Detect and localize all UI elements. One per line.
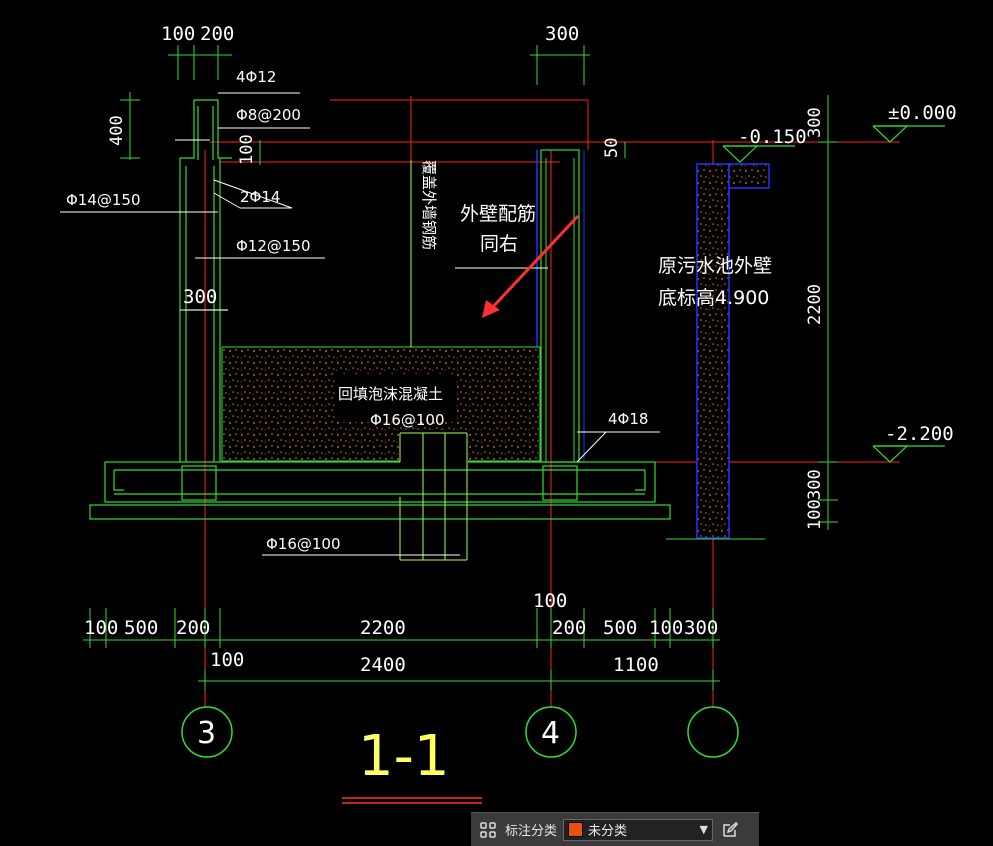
cad-drawing-canvas[interactable]: 100 200 300 400 100 300 2200 100 300 50 … bbox=[0, 0, 993, 812]
axis-circles bbox=[181, 706, 739, 758]
dim-right-300: 300 bbox=[805, 107, 825, 138]
category-color-swatch bbox=[568, 822, 584, 837]
fill-label-mask bbox=[335, 374, 455, 422]
dim-top-100: 100 bbox=[161, 23, 195, 45]
dim-top-200: 200 bbox=[200, 23, 234, 45]
annotation-category-label: 标注分类 bbox=[505, 823, 558, 838]
rebar-label-4phi18: 4Φ18 bbox=[608, 410, 648, 428]
dim-top-300: 300 bbox=[545, 23, 579, 45]
dim-bottom2-2400: 2400 bbox=[360, 654, 406, 676]
rebar-label-phi12-150: Φ12@150 bbox=[236, 237, 311, 255]
axis-label-3: 3 bbox=[197, 716, 216, 751]
left-wall bbox=[179, 99, 232, 462]
dim-right-100: 100 bbox=[805, 499, 825, 530]
rebar-label-phi16-100-bottom: Φ16@100 bbox=[266, 535, 341, 553]
dim-small-50: 50 bbox=[602, 138, 622, 158]
dim-bottom-500b: 500 bbox=[603, 617, 637, 639]
dim-bottom2-1100: 1100 bbox=[613, 654, 659, 676]
elevation-minus-2200: -2.200 bbox=[885, 423, 954, 445]
rebar-label-phi14-150: Φ14@150 bbox=[66, 191, 141, 209]
dim-bottom-100a: 100 bbox=[84, 617, 118, 639]
elevation-minus-0150: -0.150 bbox=[738, 126, 807, 148]
dimension-lines bbox=[83, 45, 838, 690]
dim-bottom2-100: 100 bbox=[210, 649, 244, 671]
axis-label-4: 4 bbox=[541, 716, 560, 751]
dim-right-2200: 2200 bbox=[805, 284, 825, 325]
edit-icon[interactable] bbox=[719, 819, 741, 841]
base-slab bbox=[89, 461, 671, 520]
dim-bottom-2200: 2200 bbox=[360, 617, 406, 639]
dim-bottom-100b: 100 bbox=[533, 590, 567, 612]
dim-bottom-200a: 200 bbox=[176, 617, 210, 639]
dim-left-100: 100 bbox=[237, 134, 257, 165]
dim-left-wall-300: 300 bbox=[183, 286, 217, 308]
rebar-lines bbox=[399, 160, 468, 561]
dim-bottom-300: 300 bbox=[684, 617, 718, 639]
dim-left-400: 400 bbox=[107, 115, 127, 146]
existing-pool-wall bbox=[666, 163, 770, 540]
chevron-down-icon: ▼ bbox=[699, 823, 709, 836]
rebar-label-phi8-200: Φ8@200 bbox=[236, 106, 301, 124]
dim-bottom-200b: 200 bbox=[552, 617, 586, 639]
note-pool-line1: 原污水池外壁 bbox=[658, 255, 772, 277]
rebar-label-4phi12: 4Φ12 bbox=[236, 68, 276, 86]
dim-bottom-100c: 100 bbox=[649, 617, 683, 639]
rebar-label-phi16-100-top: Φ16@100 bbox=[370, 411, 445, 429]
dim-bottom-500a: 500 bbox=[124, 617, 158, 639]
note-outer-wall-line2: 同右 bbox=[480, 233, 518, 255]
note-outer-wall-line1: 外壁配筋 bbox=[460, 203, 536, 225]
arrow-pointer bbox=[482, 214, 580, 318]
category-selected-value: 未分类 bbox=[588, 823, 628, 838]
rebar-label-2phi14: 2Φ14 bbox=[240, 188, 280, 206]
dim-right-300b: 300 bbox=[805, 469, 825, 500]
grid-icon[interactable] bbox=[477, 819, 499, 841]
annotation-category-select[interactable]: 未分类 ▼ bbox=[563, 818, 714, 841]
elevation-markers bbox=[722, 125, 945, 463]
leader-lines bbox=[60, 92, 660, 556]
section-title: 1-1 bbox=[358, 724, 449, 789]
note-pool-line2: 底标高4.900 bbox=[658, 287, 769, 309]
vertical-note: 覆盖外墙钢筋 bbox=[420, 160, 438, 250]
rebar-grid-mask bbox=[400, 430, 468, 464]
fill-note: 回填泡沫混凝土 bbox=[338, 385, 443, 403]
annotation-toolbar: 标注分类 未分类 ▼ bbox=[471, 812, 759, 846]
title-underline bbox=[342, 797, 482, 804]
elevation-0: ±0.000 bbox=[888, 102, 957, 124]
right-wall bbox=[536, 149, 585, 463]
